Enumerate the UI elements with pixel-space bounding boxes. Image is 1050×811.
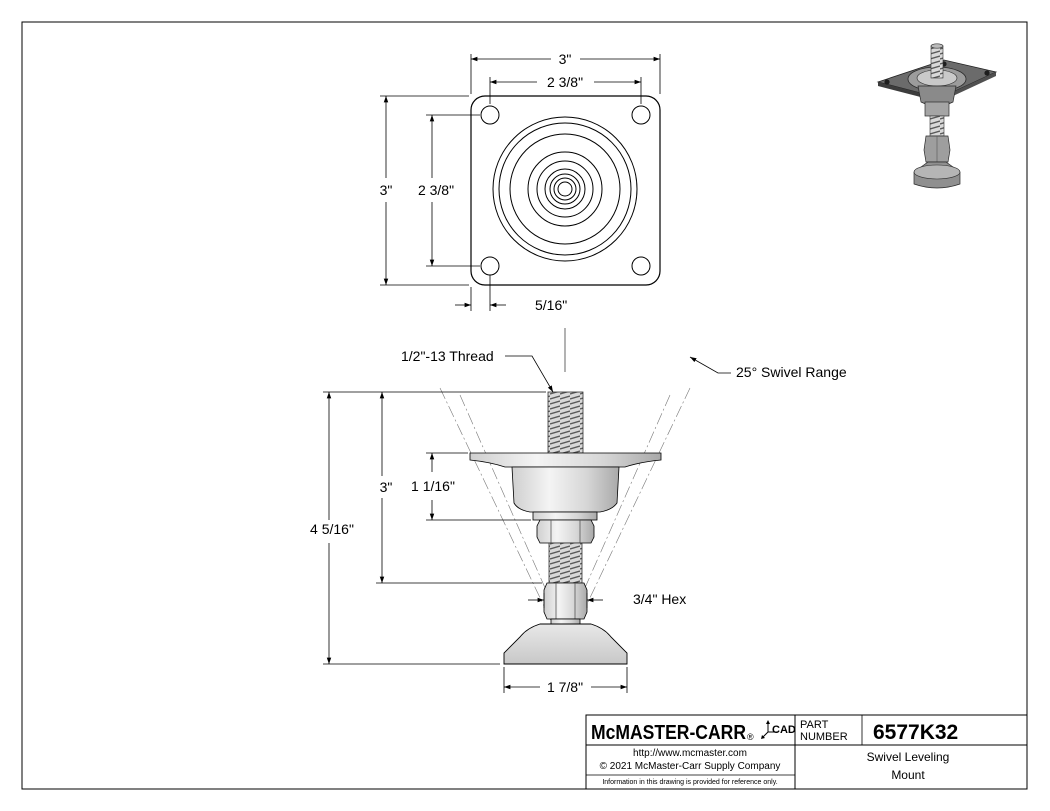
housing-ring-2 xyxy=(498,122,632,256)
mount-hole-tr xyxy=(631,105,651,125)
part-label-line1: PART xyxy=(800,719,829,731)
mount-hole-tl xyxy=(480,105,500,125)
upper-hex-nut xyxy=(536,519,595,544)
housing-ring-outer xyxy=(492,116,638,262)
swivel-line-right-inner xyxy=(572,394,671,616)
dim-housing-height: 1 1/16" xyxy=(411,478,455,494)
mount-plate-side xyxy=(469,452,662,468)
swivel-line-left-outer xyxy=(439,387,554,626)
side-view: 1/2"-13 Thread 25° Swivel Range 4 5/16" … xyxy=(310,328,847,695)
housing-ring-5 xyxy=(536,160,594,218)
sheet-border xyxy=(21,21,1028,790)
label-thread: 1/2"-13 Thread xyxy=(401,348,494,364)
registered-mark: ® xyxy=(747,732,754,742)
stud-ring-1 xyxy=(544,168,586,210)
description-line1: Swivel Leveling xyxy=(867,750,950,764)
swivel-line-left-inner xyxy=(459,394,558,616)
mount-hole-br xyxy=(631,256,651,276)
housing-ring-4 xyxy=(527,151,603,227)
dim-base-diameter: 1 7/8" xyxy=(547,679,583,695)
description-line2: Mount xyxy=(891,768,925,782)
stud-ring-2 xyxy=(549,173,581,205)
dim-hole-offset: 5/16" xyxy=(535,297,567,313)
website-url: http://www.mcmaster.com xyxy=(633,748,747,759)
part-number: 6577K32 xyxy=(873,721,958,744)
swivel-housing xyxy=(511,466,620,513)
mount-hole-bl xyxy=(480,256,500,276)
lower-hex xyxy=(543,582,588,620)
threaded-stud-upper xyxy=(547,391,584,454)
top-view: 3" 2 3/8" 3" 2 3/8" 5/16" xyxy=(380,51,661,313)
housing-ring-3 xyxy=(509,133,621,245)
stud-center xyxy=(557,181,573,197)
leveling-base xyxy=(503,623,628,665)
stud-ring-3 xyxy=(553,177,577,201)
copyright: © 2021 McMaster-Carr Supply Company xyxy=(600,761,781,772)
dim-left-hole-height: 2 3/8" xyxy=(418,182,454,198)
brand-logo: McMASTER-CARR xyxy=(591,722,746,744)
threaded-rod-lower xyxy=(548,542,583,584)
dim-top-width: 3" xyxy=(559,51,572,67)
dim-overall-height: 4 5/16" xyxy=(310,521,354,537)
label-swivel-range: 25° Swivel Range xyxy=(736,364,847,380)
part-label-line2: NUMBER xyxy=(800,731,848,743)
swivel-line-right-outer xyxy=(576,387,691,626)
svg-text:CAD: CAD xyxy=(772,724,796,736)
dim-left-height: 3" xyxy=(380,182,393,198)
dim-top-hole-width: 2 3/8" xyxy=(547,74,583,90)
label-hex: 3/4" Hex xyxy=(633,591,686,607)
dim-stud-height: 3" xyxy=(380,479,393,495)
title-block: McMASTER-CARR ® CAD PART NUMBER 6577K32 … xyxy=(585,714,1028,790)
isometric-preview xyxy=(876,43,998,189)
cad-icon: CAD xyxy=(761,720,796,739)
disclaimer: Information in this drawing is provided … xyxy=(602,779,777,786)
housing-collar xyxy=(532,511,598,521)
